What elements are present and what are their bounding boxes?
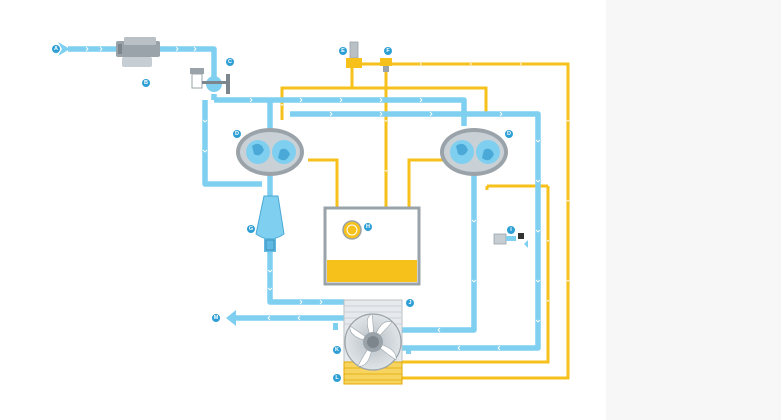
label-d-left: D	[235, 131, 239, 137]
badge-b: B	[142, 79, 150, 87]
badge-l: L	[333, 374, 341, 382]
air-line-g-to-cooler	[267, 250, 344, 305]
inlet-valve-icon	[190, 68, 230, 94]
badge-a: A	[52, 45, 60, 53]
air-line-right-element-out	[402, 176, 477, 333]
label-h: H	[366, 224, 370, 230]
badge-e: E	[339, 47, 347, 55]
label-a: A	[54, 46, 58, 52]
air-line-right-top	[290, 111, 541, 351]
air-lines	[68, 46, 541, 351]
badge-g: G	[247, 225, 255, 233]
label-j: J	[408, 300, 411, 306]
badge-m: M	[212, 314, 220, 322]
label-f: F	[386, 48, 390, 54]
badge-f: F	[384, 47, 392, 55]
oil-line-left-element	[308, 158, 339, 208]
oil-reservoir-icon	[323, 206, 421, 286]
air-line-left-loop	[202, 100, 262, 187]
oil-lines	[280, 62, 570, 380]
badge-d-right: D	[505, 130, 513, 138]
oil-line-right-element	[407, 158, 444, 208]
badge-c: C	[226, 58, 234, 66]
label-e: E	[341, 48, 345, 54]
air-flow-chevrons	[85, 46, 541, 351]
label-d-right: D	[507, 131, 511, 137]
compression-element-right-icon	[440, 128, 508, 176]
oil-line-top-mid	[352, 86, 488, 112]
oil-line-right-loop	[400, 186, 550, 364]
air-line-manifold	[214, 97, 467, 126]
label-g: G	[249, 226, 253, 232]
badge-h: H	[364, 223, 372, 231]
air-filter-icon	[116, 37, 160, 67]
cooler-fan-icon	[333, 299, 411, 385]
drain-valve-icon	[493, 233, 528, 248]
label-k: K	[335, 347, 339, 353]
label-c: C	[228, 59, 232, 65]
oil-line-top-right	[358, 62, 570, 380]
badge-j: J	[406, 299, 414, 307]
label-b: B	[144, 80, 148, 86]
compression-element-left-icon	[236, 128, 304, 176]
side-panel	[606, 0, 781, 420]
label-i: I	[510, 227, 512, 233]
inlet-arrow-icon	[58, 42, 70, 56]
badge-i: I	[507, 226, 515, 234]
flow-diagram: A B C D D E F G H I J K L M	[52, 37, 570, 385]
outlet-arrow-icon	[226, 310, 236, 326]
air-line-filter-valve	[160, 46, 217, 78]
valve-e-icon	[346, 41, 362, 68]
label-l: L	[335, 375, 339, 381]
oil-line-top-left	[280, 66, 354, 120]
badge-k: K	[333, 346, 341, 354]
label-m: M	[214, 315, 219, 321]
oil-flow-chevrons	[280, 62, 570, 303]
badge-d-left: D	[233, 130, 241, 138]
valve-f-icon	[380, 58, 392, 72]
separator-icon	[255, 195, 285, 252]
